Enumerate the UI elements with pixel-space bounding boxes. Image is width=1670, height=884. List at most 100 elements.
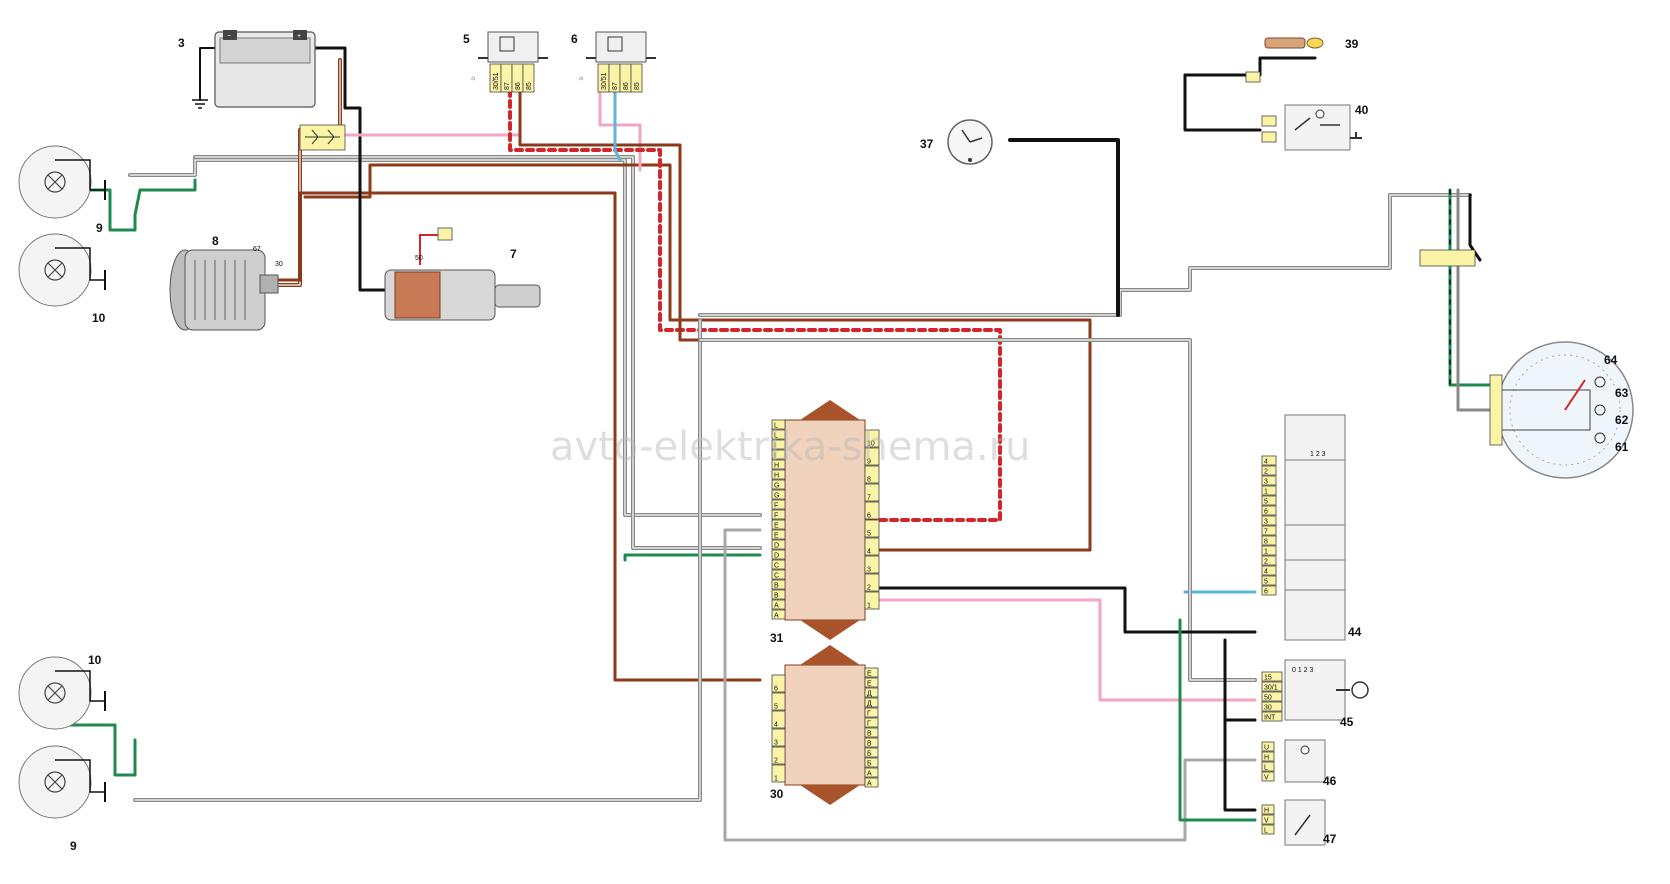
- ignition-switch-45: 0 1 2 3: [1284, 659, 1369, 721]
- pin-box: [1261, 824, 1275, 835]
- wires: [68, 46, 1492, 842]
- pin-label: 7: [867, 495, 871, 502]
- label-31: 31: [770, 631, 784, 645]
- pin-box: [1261, 565, 1277, 576]
- wire-grey-plain: [723, 528, 1257, 842]
- pin-box: [771, 469, 786, 480]
- pin-box: [864, 429, 880, 448]
- pin-label: L: [774, 423, 778, 430]
- pin-label: C: [774, 563, 779, 570]
- pin-label: I: [774, 453, 776, 460]
- fuse-box-30: [784, 645, 866, 805]
- pin-box: [771, 579, 786, 590]
- pin-box: [864, 737, 879, 748]
- svg-text:☼: ☼: [470, 75, 476, 82]
- pin-label: 5: [1264, 579, 1268, 586]
- pin-box: [771, 710, 786, 729]
- pin-box: [864, 677, 879, 688]
- pin-box: [1261, 761, 1275, 772]
- pin-label: 6: [774, 686, 778, 693]
- pin-label: V: [1264, 775, 1269, 782]
- starter: [384, 227, 541, 321]
- wire-black-46: [1223, 718, 1257, 812]
- pin-label: 6: [1264, 509, 1268, 516]
- pin-label: D: [774, 553, 779, 560]
- pin-label: 30/1: [1264, 685, 1278, 692]
- pin-label: А: [867, 771, 872, 778]
- pin-label: 7: [1264, 529, 1268, 536]
- pin-box: [1261, 495, 1277, 506]
- label-30: 30: [770, 787, 784, 801]
- pin-box: [864, 537, 880, 556]
- wire-black-battery: [308, 46, 392, 292]
- pin-box: [771, 519, 786, 530]
- pin-label: U: [1264, 745, 1269, 752]
- wire-green-to-31: [623, 553, 762, 562]
- label-6: 6: [571, 32, 578, 46]
- pin-box: [771, 728, 786, 747]
- pin-box: [1261, 555, 1277, 566]
- label-39: 39: [1345, 37, 1359, 51]
- switch-40: [1245, 71, 1362, 151]
- label-37: 37: [920, 137, 934, 151]
- pin-label: 1: [1264, 549, 1268, 556]
- lamp-39: [1264, 37, 1324, 49]
- svg-text:−: −: [227, 33, 231, 40]
- pin-label: Б: [867, 761, 872, 768]
- relay-pin-label: 86: [515, 82, 522, 90]
- pin-label: 2: [774, 758, 778, 765]
- pin-box: [771, 459, 786, 470]
- pin-box: [771, 569, 786, 580]
- pin-label: 4: [867, 549, 871, 556]
- label-10-bottom: 10: [88, 653, 102, 667]
- pin-box: [1261, 585, 1277, 596]
- relay-pin-label: 30/51: [601, 72, 608, 90]
- wire-pink-2: [598, 88, 642, 172]
- pin-label: E: [774, 533, 779, 540]
- pin-label: H: [1264, 808, 1269, 815]
- wire-red-white-1: [508, 88, 1002, 522]
- clock: [947, 119, 993, 165]
- wire-brown-gen2: [276, 191, 762, 682]
- pin-label: A: [774, 603, 779, 610]
- label-3: 3: [178, 36, 185, 50]
- gen-terminal-30: 30: [275, 261, 283, 268]
- pin-label: 5: [867, 531, 871, 538]
- label-40: 40: [1355, 103, 1369, 117]
- pin-box: [864, 447, 880, 466]
- pin-label: 2: [1264, 559, 1268, 566]
- pin-label: L: [1264, 765, 1268, 772]
- pin-label: G: [774, 483, 779, 490]
- pin-label: 5: [774, 704, 778, 711]
- pin-box: [1261, 525, 1277, 536]
- pin-label: 4: [1264, 459, 1268, 466]
- switch-46: [1284, 739, 1326, 783]
- label-7: 7: [510, 247, 517, 261]
- pin-box: [1261, 575, 1277, 586]
- pin-box: [864, 757, 879, 768]
- pin-label: H: [774, 473, 779, 480]
- pin-label: I: [774, 443, 776, 450]
- pin-label: D: [774, 543, 779, 550]
- pin-box: [864, 501, 880, 520]
- svg-text:☼: ☼: [578, 75, 584, 82]
- ignition-header: 0 1 2 3: [1292, 667, 1314, 674]
- wire-black-39b: [1183, 73, 1262, 132]
- pin-label: Б: [867, 751, 872, 758]
- wire-black-dash: [1468, 193, 1482, 262]
- pin-box: [1261, 465, 1277, 476]
- label-8: 8: [212, 234, 219, 248]
- pin-box: [864, 697, 879, 708]
- pin-label: Г: [867, 721, 871, 728]
- wire-red-white-2: [518, 90, 1012, 342]
- wire-pink-bottom: [848, 598, 1257, 702]
- pin-label: 15: [1264, 675, 1272, 682]
- pin-box: [771, 539, 786, 550]
- pin-label: C: [774, 573, 779, 580]
- label-10-top: 10: [92, 311, 106, 325]
- pin-box: [1261, 505, 1277, 516]
